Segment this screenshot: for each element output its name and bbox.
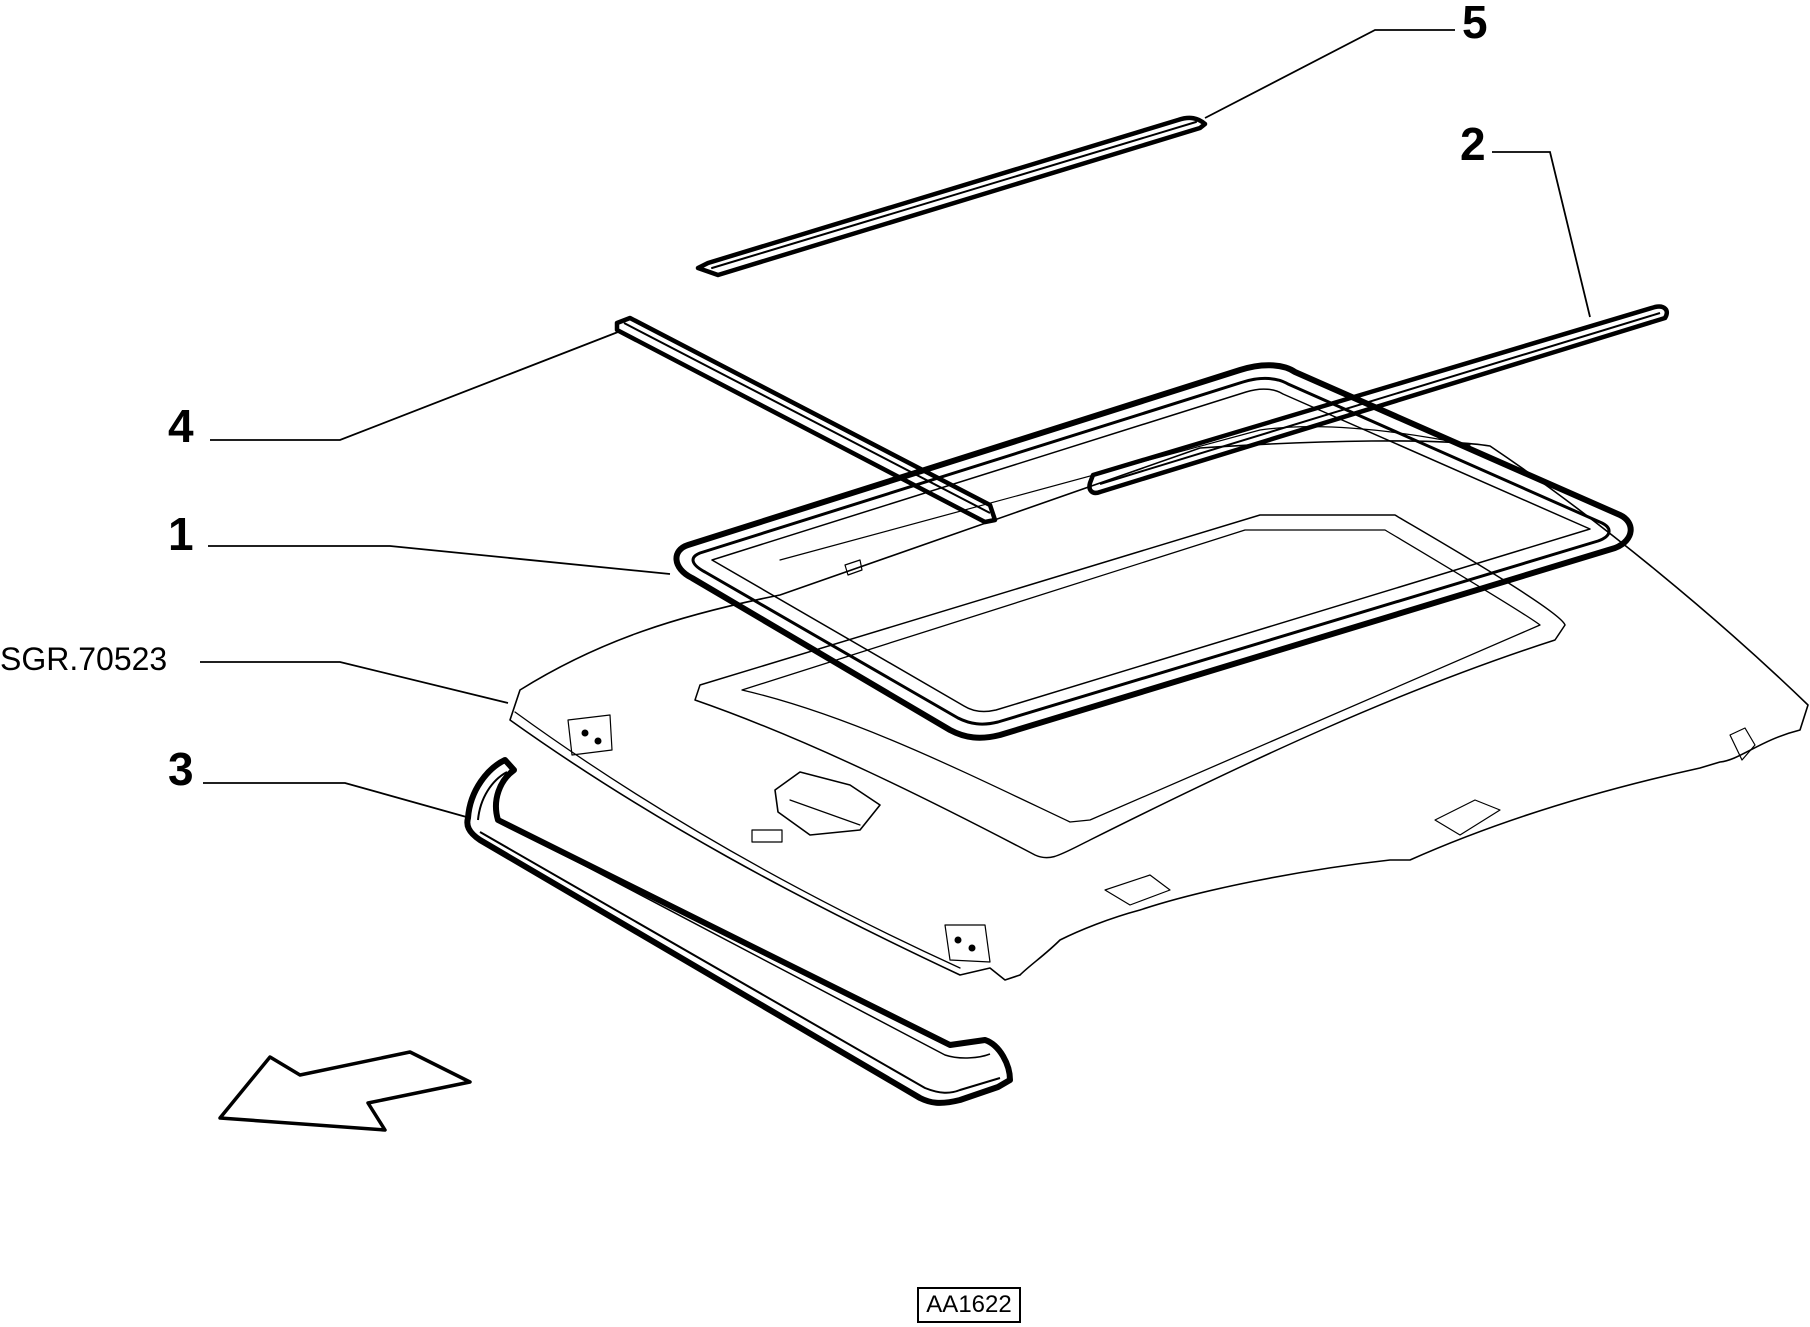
assembly-ref-label: SGR.70523 — [0, 641, 167, 677]
leader-line-ref — [200, 661, 509, 704]
front-direction-arrow — [218, 1050, 472, 1132]
leader-lines — [200, 29, 1591, 819]
drawing-code-label: AA1622 — [917, 1287, 1021, 1323]
right-rail-strip — [1087, 304, 1670, 496]
callout-3: 3 — [168, 743, 194, 795]
callout-5: 5 — [1462, 0, 1488, 48]
leader-line-2 — [1492, 151, 1591, 318]
frame-seal — [673, 362, 1634, 741]
leader-line-1 — [208, 545, 671, 575]
callout-4: 4 — [168, 400, 194, 452]
callout-2: 2 — [1460, 118, 1486, 170]
callout-1: 1 — [168, 508, 194, 560]
leader-line-3 — [203, 782, 471, 819]
leader-line-5 — [1204, 29, 1455, 119]
left-rail-strip — [614, 315, 998, 525]
leader-line-4 — [210, 331, 619, 441]
upper-trim-strip — [695, 115, 1208, 278]
front-deflector — [464, 757, 1013, 1106]
